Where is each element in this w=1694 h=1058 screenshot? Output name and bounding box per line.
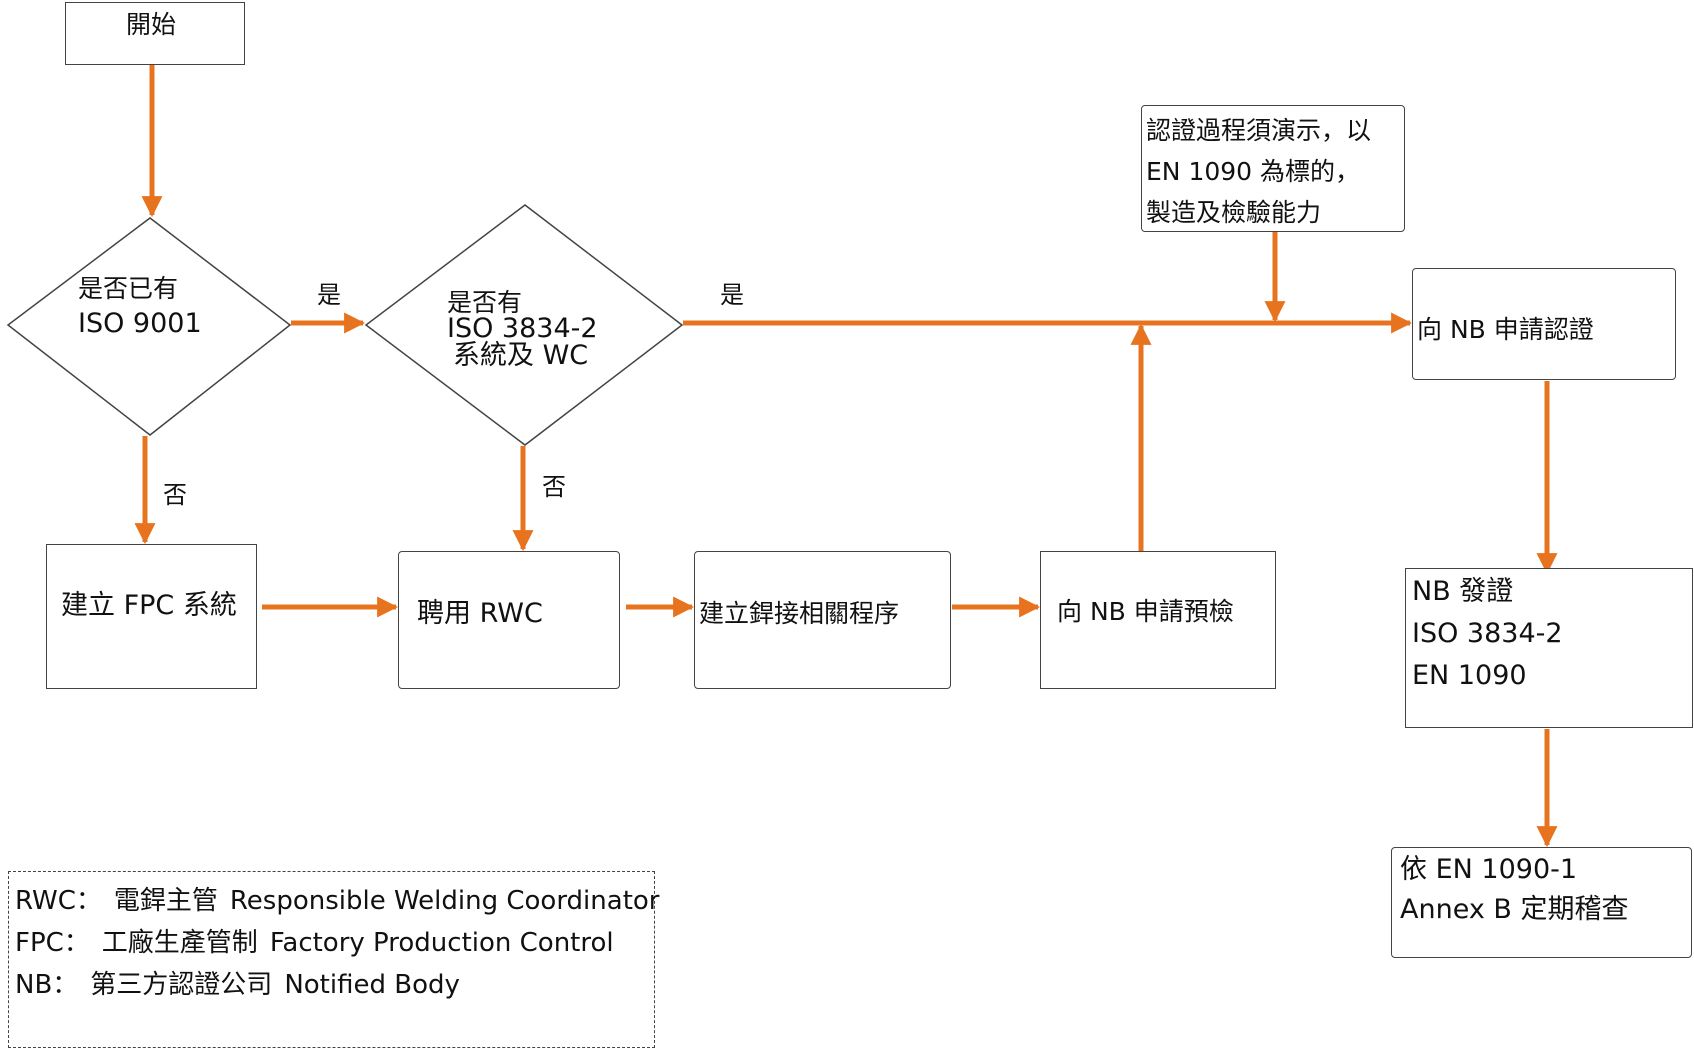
decision-iso9001-shape bbox=[6, 217, 292, 436]
decision2-no-label: 否 bbox=[542, 473, 566, 501]
legend-abbr: NB： bbox=[15, 970, 79, 1000]
hire-rwc-label: 聘用 RWC bbox=[417, 598, 543, 629]
legend-en: Factory Production Control bbox=[269, 928, 614, 958]
issue-line2: ISO 3834-2 bbox=[1412, 618, 1563, 649]
legend-zh: 第三方認證公司 bbox=[90, 970, 273, 1000]
pre-check-label: 向 NB 申請預檢 bbox=[1057, 597, 1234, 626]
note-line2: EN 1090 為標的， bbox=[1146, 157, 1361, 186]
legend-abbr: FPC： bbox=[15, 928, 90, 958]
decision1-line2: ISO 9001 bbox=[78, 307, 202, 339]
apply-cert-box: 向 NB 申請認證 bbox=[1412, 268, 1676, 380]
build-fpc-label: 建立 FPC 系統 bbox=[61, 590, 237, 621]
audit-box: 依 EN 1090-1 Annex B 定期稽查 bbox=[1391, 847, 1692, 958]
note-line1: 認證過程須演示，以 bbox=[1146, 116, 1372, 145]
note-line3: 製造及檢驗能力 bbox=[1146, 198, 1322, 227]
audit-line2: Annex B 定期稽查 bbox=[1400, 894, 1629, 925]
decision-iso3834-shape bbox=[364, 204, 684, 446]
decision-iso3834-text: 是否有 ISO 3834-2 系統及 WC bbox=[447, 290, 598, 369]
issue-cert-box: NB 發證 ISO 3834-2 EN 1090 bbox=[1405, 568, 1693, 728]
welding-procedures-label: 建立銲接相關程序 bbox=[699, 599, 900, 628]
legend-zh: 工廠生產管制 bbox=[101, 928, 258, 958]
issue-line3: EN 1090 bbox=[1412, 660, 1527, 691]
legend-row-nb: NB： 第三方認證公司 Notified Body bbox=[15, 964, 654, 1006]
decision2-line1: 是否有 bbox=[447, 288, 523, 317]
audit-line1: 依 EN 1090-1 bbox=[1400, 854, 1578, 885]
start-label: 開始 bbox=[126, 10, 177, 39]
decision2-yes-label: 是 bbox=[720, 281, 744, 309]
welding-procedures-box: 建立銲接相關程序 bbox=[694, 551, 951, 689]
legend-abbr: RWC： bbox=[15, 886, 102, 916]
decision1-line1: 是否已有 bbox=[78, 274, 179, 303]
pre-check-box: 向 NB 申請預檢 bbox=[1040, 551, 1276, 689]
decision2-line2: ISO 3834-2 bbox=[447, 313, 598, 344]
legend-row-fpc: FPC： 工廠生產管制 Factory Production Control bbox=[15, 922, 654, 964]
legend-row-rwc: RWC： 電銲主管 Responsible Welding Coordinator bbox=[15, 880, 660, 922]
legend-en: Notified Body bbox=[284, 970, 460, 1000]
decision2-line3: 系統及 WC bbox=[453, 340, 589, 371]
legend-en: Responsible Welding Coordinator bbox=[229, 886, 660, 916]
issue-line1: NB 發證 bbox=[1412, 576, 1514, 607]
decision-iso9001-text: 是否已有 ISO 9001 bbox=[78, 274, 202, 339]
hire-rwc-box: 聘用 RWC bbox=[398, 551, 620, 689]
build-fpc-box: 建立 FPC 系統 bbox=[46, 544, 257, 689]
note-demonstration-box: 認證過程須演示，以 EN 1090 為標的， 製造及檢驗能力 bbox=[1141, 105, 1405, 232]
apply-cert-label: 向 NB 申請認證 bbox=[1417, 315, 1594, 344]
legend-zh: 電銲主管 bbox=[113, 886, 218, 916]
decision1-yes-label: 是 bbox=[317, 281, 341, 309]
decision1-no-label: 否 bbox=[163, 481, 187, 509]
start-node: 開始 bbox=[65, 2, 245, 65]
